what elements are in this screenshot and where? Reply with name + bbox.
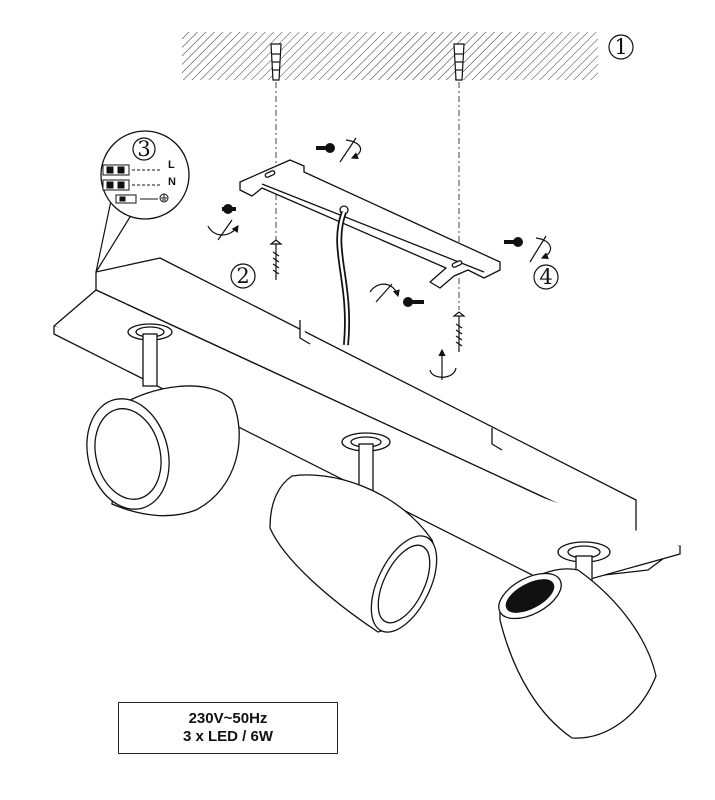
live-label: L [168,159,175,171]
rotate-arrow-icon [529,235,552,263]
step-2-number: 2 [236,264,249,288]
step-4-number: 4 [539,265,552,289]
wiring-detail-callout: 3 L N [95,130,190,273]
spotlight-1 [86,323,240,517]
step-1-number: 1 [614,35,627,59]
wall-plug-icon [453,43,465,81]
specification-box: 230V~50Hz 3 x LED / 6W [118,702,338,754]
rotate-arrow-icon [339,137,362,163]
step-1-marker [608,34,634,60]
screw-icon [222,204,236,214]
step-2-marker [230,263,256,289]
rotate-arrow-icon [207,219,239,241]
terminal-block-icon [102,164,169,204]
voltage-spec: 230V~50Hz [188,710,268,727]
step-3-number: 3 [137,137,150,161]
ceiling-hatch [182,32,598,80]
rotate-arrow-icon [429,348,457,380]
screw-icon [452,311,466,352]
step-4-marker [533,264,559,290]
screw-icon [316,143,335,153]
spotlight-2 [269,432,438,633]
step-3-marker [132,137,156,161]
earth-symbol-icon [161,194,167,201]
screw-icon [403,297,424,307]
lamp-spec: 3 x LED / 6W [182,728,274,745]
screw-icon [269,239,283,280]
screw-icon [504,237,523,247]
wall-plug-icon [270,43,282,81]
neutral-label: N [168,176,176,188]
mounting-bracket [239,159,501,289]
rotate-arrow-icon [369,283,400,303]
spotlight-3 [498,541,657,739]
